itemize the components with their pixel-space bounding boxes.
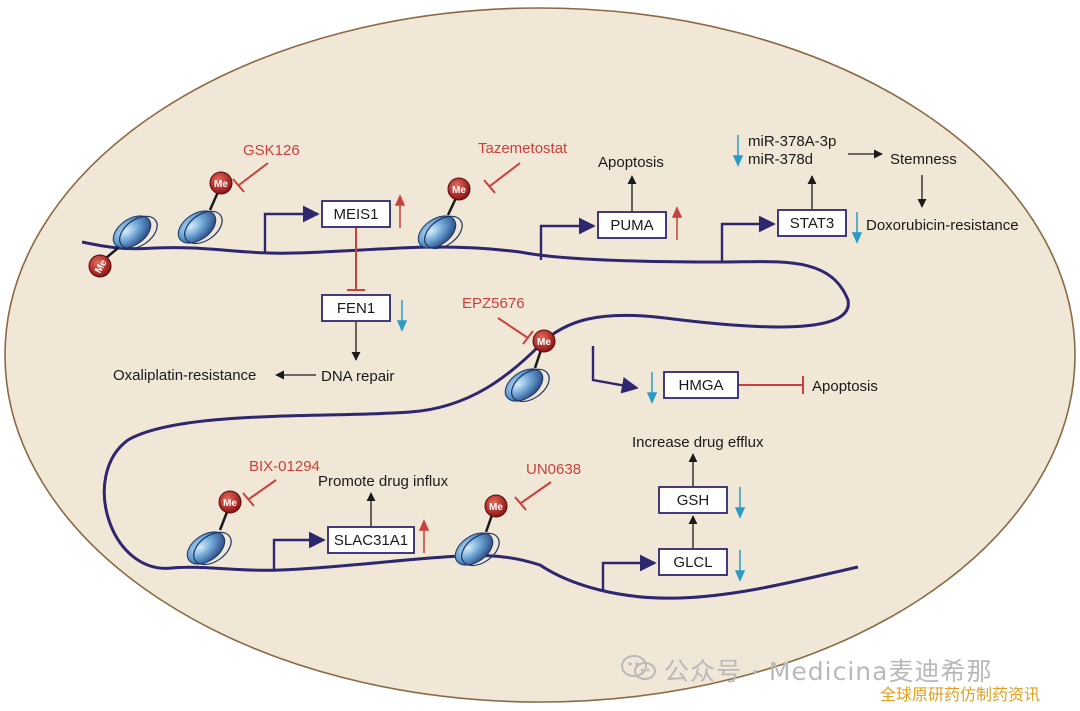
- downregulated-arrow-icon: [734, 487, 746, 519]
- methyl-mark-icon: Me: [532, 329, 556, 369]
- watermark-main: 公众号 · Medicina麦迪希那: [664, 657, 993, 686]
- downregulated-arrow-icon: [851, 212, 863, 244]
- downregulated-arrow-icon: [734, 550, 746, 582]
- label-mir-378a-3p: miR-378A-3p: [748, 133, 836, 150]
- watermark-sub: 全球原研药仿制药资讯: [880, 685, 1041, 704]
- promoter-arrow-icon: [720, 215, 776, 262]
- label-stemness: Stemness: [890, 151, 957, 168]
- gene-box-hmga: [663, 371, 739, 399]
- inhibitor-bar-icon: [497, 317, 534, 345]
- methyl-mark-icon: Me: [484, 494, 508, 533]
- inhibitor-bar-icon: [514, 481, 552, 511]
- inhibitor-bar-icon: [483, 162, 521, 194]
- promoter-arrow-icon: [601, 554, 657, 590]
- gene-fen1: FEN1: [337, 300, 375, 317]
- gene-box-stat3: [777, 209, 847, 237]
- label-doxorubicin-resistance: Doxorubicin-resistance: [866, 217, 1019, 234]
- gene-box-meis1: [321, 200, 391, 228]
- inhibitor-bar-icon: [232, 162, 269, 193]
- nucleosome-icon: [186, 531, 232, 566]
- drug-un0638: UN0638: [526, 461, 581, 478]
- svg-text:Me: Me: [214, 179, 228, 190]
- gene-box-puma: [597, 211, 667, 239]
- promoter-arrow-icon: [591, 346, 639, 394]
- gene-puma: PUMA: [610, 217, 653, 234]
- gene-box-glcl: [658, 548, 728, 576]
- gene-stat3: STAT3: [790, 215, 834, 232]
- gene-box-slac31a1: [327, 526, 415, 554]
- downregulated-arrow-icon: [396, 300, 408, 332]
- inhibitor-bar-icon: [242, 479, 277, 507]
- label-promote-drug-influx: Promote drug influx: [318, 473, 449, 490]
- gene-glcl: GLCL: [673, 554, 712, 571]
- svg-text:Me: Me: [452, 185, 466, 196]
- gene-box-fen1: [321, 294, 391, 322]
- meis1-inhibits-fen1: [347, 228, 365, 291]
- downregulated-arrow-icon: [732, 135, 744, 167]
- nucleosome-icon: [112, 215, 158, 250]
- gene-slac31a1: SLAC31A1: [334, 532, 408, 549]
- label-oxaliplatin-resistance: Oxaliplatin-resistance: [113, 367, 256, 384]
- upregulated-arrow-icon: [671, 206, 683, 240]
- drug-epz5676: EPZ5676: [462, 295, 525, 312]
- nucleosome-icon: [454, 532, 500, 567]
- label-dna-repair: DNA repair: [321, 368, 394, 385]
- downregulated-arrow-icon: [646, 372, 658, 404]
- nucleosome-icon: [417, 215, 463, 250]
- promoter-arrow-icon: [263, 205, 320, 252]
- gene-meis1: MEIS1: [333, 206, 378, 223]
- wechat-icon: [621, 655, 656, 680]
- methyl-mark-icon: Me: [208, 171, 233, 211]
- drug-tazemetostat: Tazemetostat: [478, 140, 568, 157]
- promoter-arrow-icon: [272, 531, 326, 570]
- methyl-mark-icon: Me: [88, 247, 119, 278]
- drug-bix01294: BIX-01294: [249, 458, 320, 475]
- label-apoptosis-puma: Apoptosis: [598, 154, 664, 171]
- svg-text:Me: Me: [537, 337, 551, 348]
- label-apoptosis-hmga: Apoptosis: [812, 378, 878, 395]
- methyl-mark-icon: Me: [218, 490, 242, 531]
- nucleosome-icon: [504, 368, 550, 403]
- upregulated-arrow-icon: [394, 194, 406, 228]
- hmga-inhibits-apoptosis: [739, 376, 804, 394]
- label-mir-378d: miR-378d: [748, 151, 813, 168]
- methyl-mark-icon: Me: [446, 177, 471, 216]
- drug-gsk126: GSK126: [243, 142, 300, 159]
- label-increase-drug-efflux: Increase drug efflux: [632, 434, 764, 451]
- nucleosome-icon: [177, 210, 223, 245]
- svg-text:Me: Me: [489, 502, 503, 513]
- promoter-arrow-icon: [539, 217, 596, 260]
- svg-text:Me: Me: [223, 498, 237, 509]
- upregulated-arrow-icon: [418, 519, 430, 553]
- gene-box-gsh: [658, 486, 728, 514]
- gene-hmga: HMGA: [679, 377, 724, 394]
- gene-gsh: GSH: [677, 492, 710, 509]
